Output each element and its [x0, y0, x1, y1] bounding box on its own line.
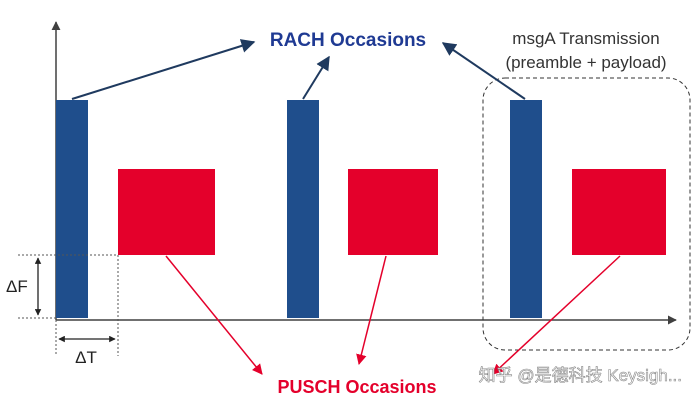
- pusch-arrow-3: [492, 255, 621, 375]
- rach-block-2: [287, 100, 319, 318]
- rach-label: RACH Occasions: [270, 30, 426, 51]
- msga-label-line2: (preamble + payload): [505, 53, 666, 72]
- pusch-block-1: [118, 169, 215, 255]
- pusch-label: PUSCH Occasions: [277, 377, 436, 397]
- rach-arrow-2: [302, 55, 330, 100]
- rach-block-3: [510, 100, 542, 318]
- rach-arrow-1: [71, 39, 256, 100]
- pusch-arrow-1: [165, 255, 263, 375]
- pusch-arrow-2: [356, 255, 387, 366]
- delta-f-label: ΔF: [6, 277, 28, 296]
- watermark: 知乎 @是德科技 Keysigh...: [479, 366, 682, 385]
- delta-t-label: ΔT: [75, 348, 97, 367]
- rach-arrow-3: [441, 42, 526, 100]
- msga-label-line1: msgA Transmission: [512, 29, 659, 48]
- rach-block-1: [56, 100, 88, 318]
- pusch-block-3: [572, 169, 666, 255]
- msga-group-box: [482, 77, 691, 351]
- pusch-block-2: [348, 169, 438, 255]
